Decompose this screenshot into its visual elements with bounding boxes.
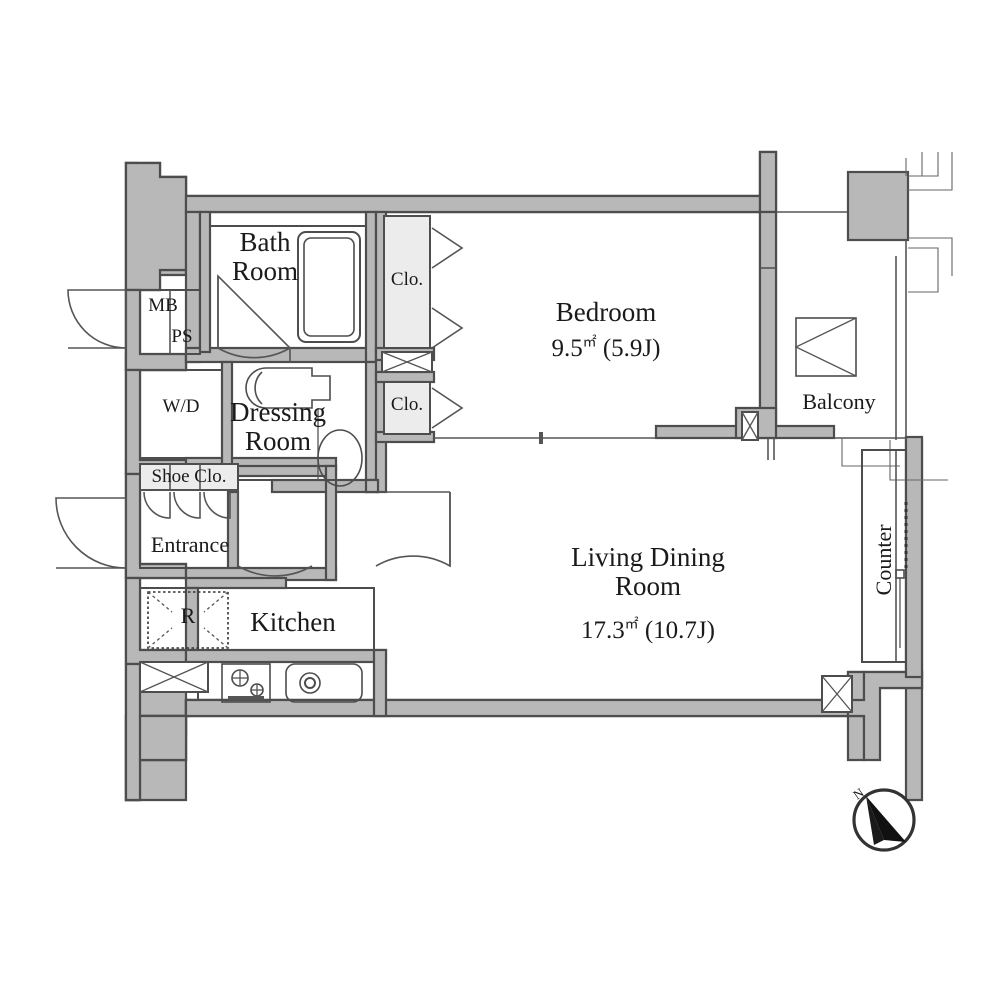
balcony-partition-panel: [795, 317, 857, 377]
bathtub: [297, 231, 361, 343]
shoe-closet-box: [139, 463, 239, 491]
closets: [381, 215, 433, 435]
closet-folding-doors[interactable]: [431, 227, 464, 429]
kitchen-counter: [861, 449, 908, 663]
bath-room-door[interactable]: [217, 274, 292, 362]
gas-stove: [221, 663, 271, 703]
room-outlines: [139, 225, 375, 701]
refrigerator-space: [147, 591, 229, 649]
bedroom-living-divider: [434, 432, 656, 444]
living-dining-door[interactable]: [375, 491, 451, 568]
entrance-door[interactable]: [55, 497, 127, 569]
shoe-closet-folding-doors[interactable]: [140, 464, 238, 519]
compass-rose: [852, 788, 916, 852]
kitchen-sink: [285, 663, 363, 703]
interior-partitions: [184, 210, 836, 718]
duct-shaft-right: [821, 675, 853, 713]
closet-lower-box: [383, 381, 431, 435]
balcony-area: [776, 152, 953, 481]
closet-upper-box: [383, 215, 431, 349]
balcony-sliding-door[interactable]: [741, 411, 775, 460]
wash-basin: [317, 429, 363, 487]
meter-box-door[interactable]: [67, 289, 127, 349]
toilet: [245, 367, 331, 480]
exterior-wall-bottom: [124, 670, 866, 802]
dressing-room-door[interactable]: [237, 492, 313, 577]
exterior-wall-top: [156, 150, 778, 439]
ac-outdoor-unit: [846, 170, 910, 242]
duct-shaft-lower: [139, 661, 209, 693]
